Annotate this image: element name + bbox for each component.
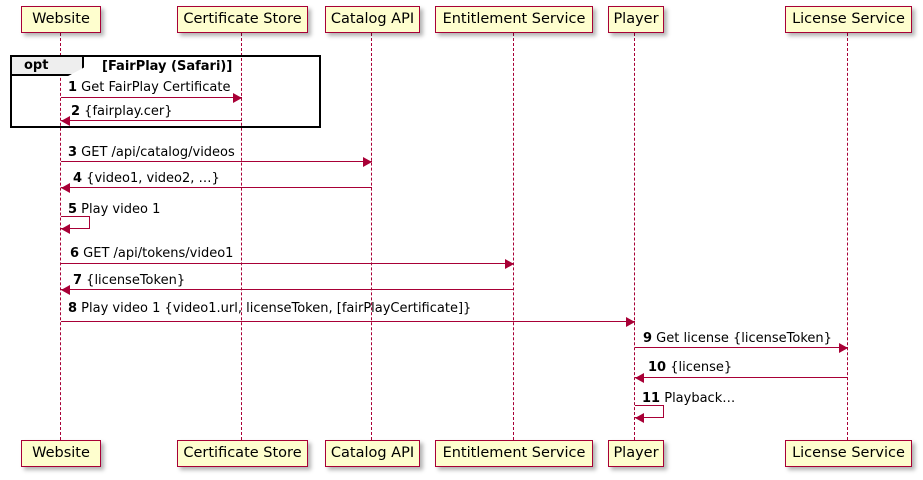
message-line-2 — [61, 120, 242, 121]
message-number-8: 8 — [68, 301, 78, 316]
self-message-loop-5 — [61, 216, 90, 229]
arrowhead-9 — [839, 343, 848, 353]
message-text-7: {licenseToken} — [82, 273, 186, 288]
message-label-4: 4 {video1, video2, …} — [73, 171, 220, 186]
message-number-1: 1 — [68, 80, 78, 95]
message-number-11: 11 — [642, 391, 661, 406]
participant-player-bottom[interactable]: Player — [608, 440, 664, 467]
message-text-3: GET /api/catalog/videos — [77, 145, 235, 160]
message-text-11: Playback… — [660, 391, 736, 406]
message-label-2: 2 {fairplay.cer} — [71, 104, 173, 119]
arrowhead-2 — [61, 116, 70, 126]
participant-player-top[interactable]: Player — [608, 6, 664, 33]
message-line-3 — [61, 161, 372, 162]
arrowhead-3 — [363, 157, 372, 167]
participant-entitlement-bottom[interactable]: Entitlement Service — [435, 440, 593, 467]
participant-website-bottom[interactable]: Website — [21, 440, 101, 467]
message-number-2: 2 — [71, 104, 81, 119]
message-label-8: 8 Play video 1 {video1.url, licenseToken… — [68, 301, 471, 316]
message-text-1: Get FairPlay Certificate — [77, 80, 231, 95]
message-label-11: 11 Playback… — [642, 391, 735, 406]
message-text-6: GET /api/tokens/video1 — [79, 246, 234, 261]
lifeline-entitlement — [513, 33, 515, 440]
participant-license-bottom[interactable]: License Service — [785, 440, 912, 467]
message-text-10: {license} — [666, 360, 733, 375]
message-text-5: Play video 1 — [77, 202, 161, 217]
participant-entitlement-top[interactable]: Entitlement Service — [435, 6, 593, 33]
message-label-7: 7 {licenseToken} — [73, 273, 185, 288]
message-number-3: 3 — [68, 145, 78, 160]
message-line-9 — [635, 347, 848, 348]
message-label-6: 6 GET /api/tokens/video1 — [70, 246, 233, 261]
message-label-9: 9 Get license {licenseToken} — [643, 331, 832, 346]
message-number-7: 7 — [73, 273, 83, 288]
arrowhead-10 — [635, 373, 644, 383]
participant-license-top[interactable]: License Service — [785, 6, 912, 33]
lifeline-license — [847, 33, 849, 440]
message-text-8: Play video 1 {video1.url, licenseToken, … — [77, 301, 472, 316]
arrowhead-8 — [626, 317, 635, 327]
message-text-9: Get license {licenseToken} — [652, 331, 832, 346]
message-line-6 — [61, 263, 514, 264]
frame-condition-opt-fairplay: [FairPlay (Safari)] — [102, 59, 233, 74]
participant-website-top[interactable]: Website — [21, 6, 101, 33]
message-number-9: 9 — [643, 331, 653, 346]
message-number-6: 6 — [70, 246, 80, 261]
lifeline-player — [634, 33, 636, 440]
arrowhead-1 — [233, 93, 242, 103]
message-number-10: 10 — [648, 360, 667, 375]
message-label-10: 10 {license} — [648, 360, 732, 375]
frame-opt-fairplay — [10, 55, 321, 128]
lifeline-website — [60, 33, 62, 440]
lifeline-certstore — [241, 33, 243, 440]
frame-kind-label-opt: opt — [12, 57, 84, 76]
lifeline-catalog — [371, 33, 373, 440]
message-line-7 — [61, 289, 514, 290]
arrowhead-5 — [61, 224, 70, 234]
arrowhead-7 — [61, 285, 70, 295]
message-number-5: 5 — [68, 202, 78, 217]
message-line-1 — [61, 97, 242, 98]
message-text-4: {video1, video2, …} — [82, 171, 220, 186]
arrowhead-4 — [61, 183, 70, 193]
message-number-4: 4 — [73, 171, 83, 186]
message-label-3: 3 GET /api/catalog/videos — [68, 145, 235, 160]
message-label-5: 5 Play video 1 — [68, 202, 160, 217]
participant-certstore-bottom[interactable]: Certificate Store — [177, 440, 308, 467]
participant-certstore-top[interactable]: Certificate Store — [177, 6, 308, 33]
arrowhead-6 — [505, 259, 514, 269]
message-text-2: {fairplay.cer} — [80, 104, 173, 119]
message-label-1: 1 Get FairPlay Certificate — [68, 80, 230, 95]
arrowhead-11 — [635, 413, 644, 423]
message-line-4 — [61, 187, 372, 188]
participant-catalog-bottom[interactable]: Catalog API — [325, 440, 420, 467]
self-message-loop-11 — [635, 405, 664, 418]
message-line-10 — [635, 377, 848, 378]
message-line-8 — [61, 321, 635, 322]
participant-catalog-top[interactable]: Catalog API — [325, 6, 420, 33]
